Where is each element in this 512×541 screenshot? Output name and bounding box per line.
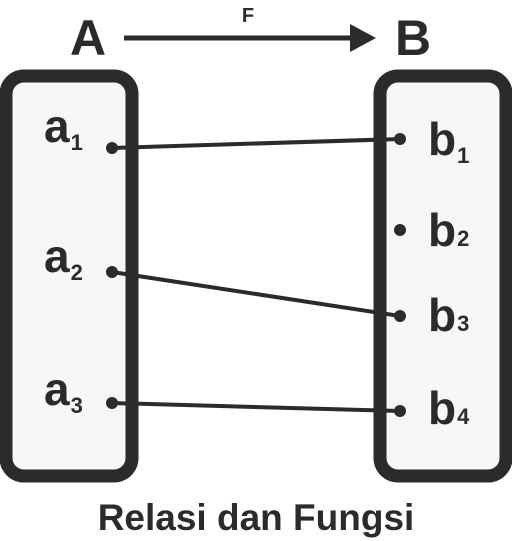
element-b2-label: b2 [428, 204, 469, 256]
element-b1-dot [394, 133, 406, 145]
element-b2-dot [394, 224, 406, 236]
function-label: F [242, 5, 254, 27]
element-a1-label: a1 [44, 100, 83, 155]
mapping-line-a2-b3 [111, 270, 401, 318]
set-a-label: A [70, 10, 106, 66]
element-b4-label: b4 [428, 382, 470, 434]
element-b4-dot [394, 405, 406, 417]
element-a3-dot [106, 397, 118, 409]
element-a2-label: a2 [44, 230, 83, 285]
diagram-title: Relasi dan Fungsi [98, 497, 415, 538]
element-a1-dot [106, 142, 118, 154]
set-b-box [373, 69, 512, 483]
element-b3-dot [394, 310, 406, 322]
element-a2-dot [106, 266, 118, 278]
mapping-line-a3-b4 [111, 401, 401, 413]
element-b3-label: b3 [428, 289, 469, 341]
mapping-line-a1-b1 [111, 137, 401, 150]
set-b-label: B [395, 10, 431, 66]
function-arrow-head [350, 24, 376, 52]
element-a3-label: a3 [44, 363, 83, 418]
element-b1-label: b1 [428, 113, 469, 168]
